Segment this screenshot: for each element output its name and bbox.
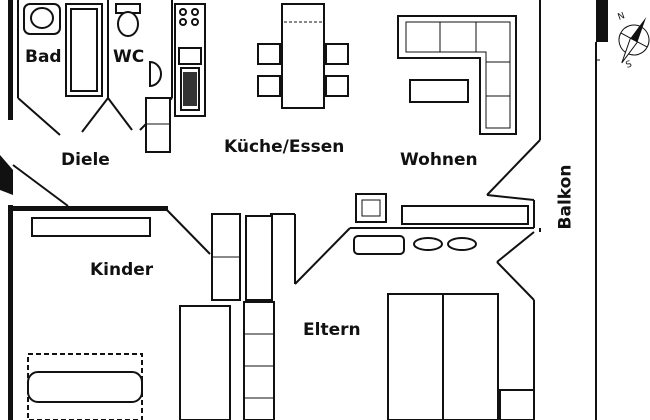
chair [257, 75, 281, 97]
chair [325, 43, 349, 65]
dresser [353, 235, 405, 255]
sofa [397, 15, 517, 135]
nightstand [499, 389, 535, 420]
lamp [413, 237, 443, 251]
room-label-wc: WC [113, 47, 145, 67]
bed [27, 371, 143, 403]
toilet [115, 3, 141, 37]
living-room-furniture [355, 15, 529, 225]
kitchen-sink [178, 47, 202, 111]
room-label-eltern: Eltern [303, 320, 361, 340]
room-label-kinder: Kinder [90, 260, 154, 280]
dining-table-set [257, 3, 349, 109]
dining-table [281, 3, 325, 109]
chair [257, 43, 281, 65]
bathtub [65, 3, 103, 97]
fridge [145, 97, 171, 153]
wardrobe [179, 305, 231, 420]
wc-fixtures [115, 3, 162, 88]
room-label-diele: Diele [61, 150, 110, 170]
room-label-balkon: Balkon [555, 164, 576, 230]
children-room-furniture [27, 217, 231, 420]
coffee-table [409, 79, 469, 103]
room-label-bad: Bad [25, 47, 62, 67]
stove [179, 8, 199, 26]
chair [325, 75, 349, 97]
sideboard [401, 205, 529, 225]
bathroom-sink [23, 3, 61, 35]
lamp [447, 237, 477, 251]
armchair [355, 193, 387, 223]
room-label-kueche-essen: Küche/Essen [224, 137, 345, 157]
parents-room-furniture [353, 235, 535, 420]
wc-sink [149, 60, 162, 88]
kitchen-fixtures [145, 3, 206, 153]
walls [0, 0, 608, 420]
compass-icon [618, 17, 650, 64]
compass-label-n: N [617, 11, 627, 23]
room-label-wohnen: Wohnen [400, 150, 478, 170]
built-in-wardrobes [211, 213, 275, 420]
desk [31, 217, 151, 237]
compass-label-s: S [625, 59, 634, 70]
bathroom-fixtures [23, 3, 103, 97]
